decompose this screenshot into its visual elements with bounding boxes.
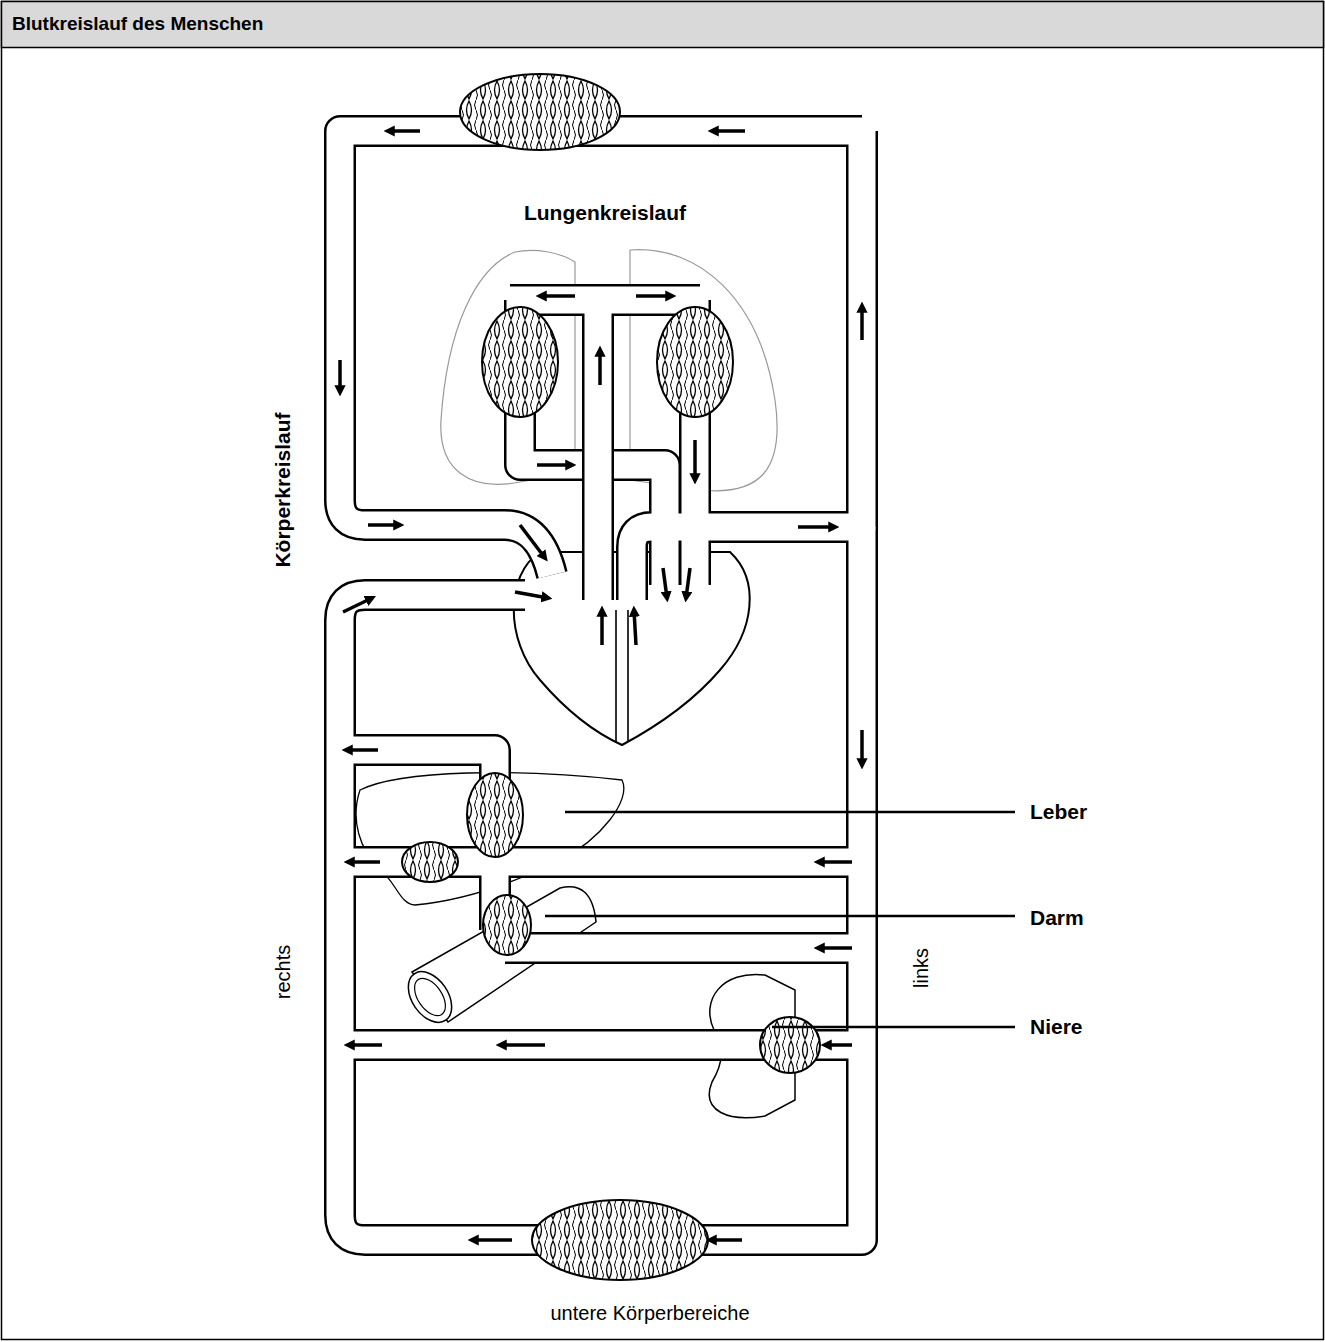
circuit-label: Körperkreislauf [271, 412, 295, 567]
page-title: Blutkreislauf des Menschen [12, 13, 263, 35]
side-label: rechts [272, 945, 295, 999]
organ-label: Niere [1030, 1015, 1083, 1039]
circuit-label: Lungenkreislauf [524, 201, 686, 225]
side-label: links [910, 948, 933, 988]
organ-label: Darm [1030, 906, 1084, 930]
organ-label: Leber [1030, 800, 1087, 824]
region-label: untere Körperbereiche [550, 1302, 749, 1325]
